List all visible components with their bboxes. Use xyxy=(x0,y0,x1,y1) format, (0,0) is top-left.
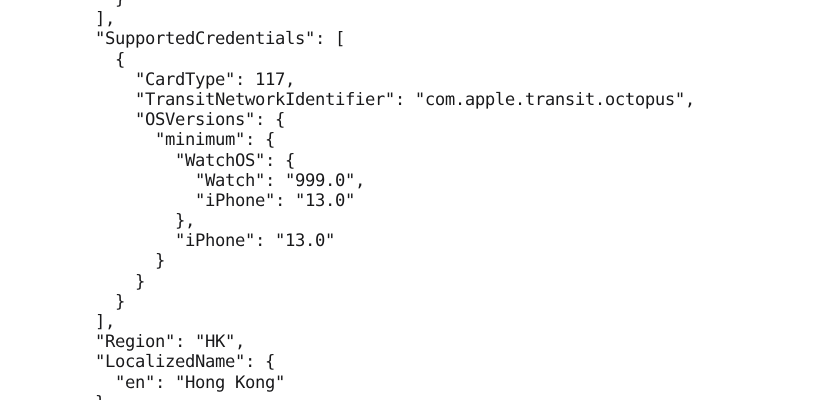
code-line: "Watch": "999.0", xyxy=(95,170,365,191)
code-line: "en": "Hong Kong" xyxy=(95,372,285,393)
code-line: "TransitNetworkIdentifier": "com.apple.t… xyxy=(95,89,695,110)
code-line: "LocalizedName": { xyxy=(95,352,275,373)
code-line: { xyxy=(95,49,125,70)
code-line: } xyxy=(95,0,695,9)
code-line: ], xyxy=(95,312,115,332)
code-line: "SupportedCredentials": [ xyxy=(95,29,345,50)
code-line: "CardType": 117, xyxy=(95,69,295,90)
code-line: "iPhone": "13.0" xyxy=(95,231,335,252)
json-code-block[interactable]: }],"SupportedCredentials": [ { "CardType… xyxy=(95,0,695,400)
code-line: } xyxy=(95,291,125,312)
code-line: "Region": "HK", xyxy=(95,332,245,353)
code-line: ], xyxy=(95,9,115,30)
code-line: } xyxy=(95,271,145,292)
code-line: }, xyxy=(95,211,195,232)
code-line: "WatchOS": { xyxy=(95,150,295,171)
code-line: "minimum": { xyxy=(95,130,275,151)
code-line: } xyxy=(95,251,165,272)
code-line: } xyxy=(95,393,695,400)
code-line: "iPhone": "13.0" xyxy=(95,190,355,211)
code-line: "OSVersions": { xyxy=(95,110,285,131)
